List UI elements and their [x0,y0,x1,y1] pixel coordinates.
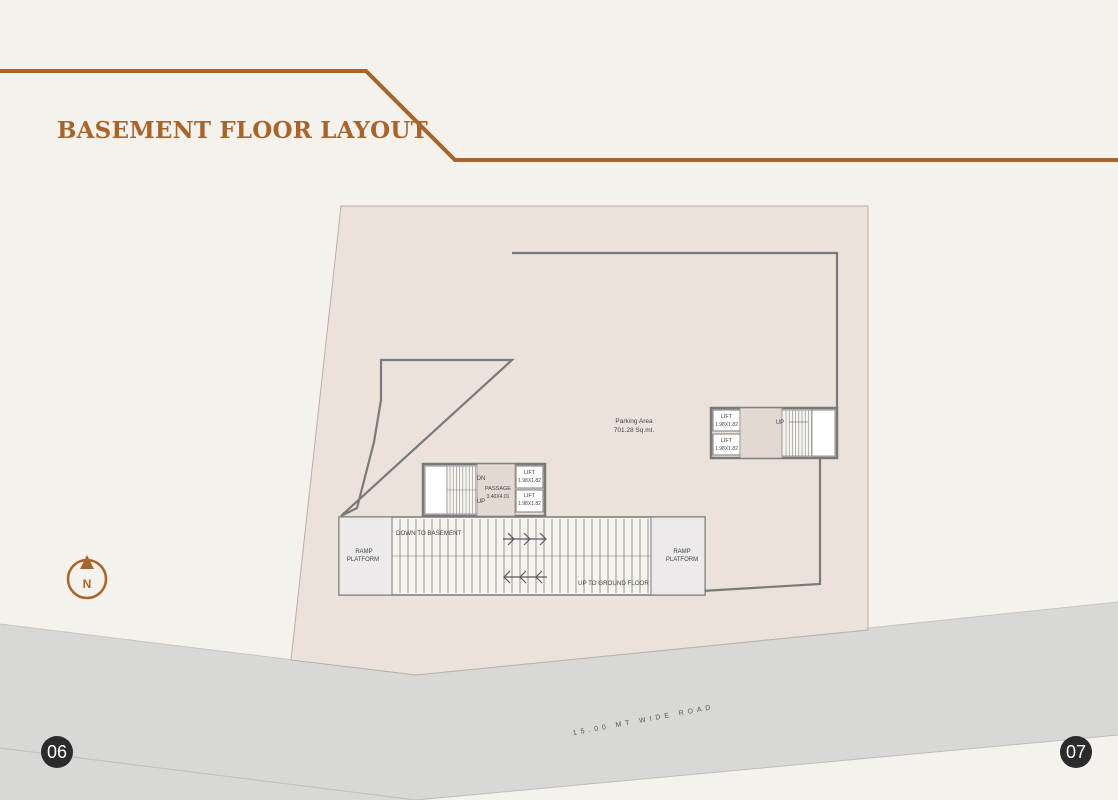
ramp-left-platform-line2: PLATFORM [347,557,379,563]
compass-label: N [83,577,92,591]
passage-name: PASSAGE [485,486,511,492]
lift-right-top-size: 1.98X1.82 [715,422,738,428]
ramp-block [338,516,706,596]
lift-left-top-size: 1.98X1.82 [518,478,541,484]
right-stair-flight [781,409,813,457]
passage [476,463,516,517]
right-stair-landing [811,409,836,457]
lift-left-bottom-size: 1.98X1.82 [518,501,541,507]
ramp-up-label: UP TO GROUND FLOOR [578,580,649,587]
page-number-right: 07 [1060,736,1092,768]
passage-size: 3.40X4.01 [487,494,510,500]
header-rule [0,69,1118,162]
lift-right-bottom-size: 1.98X1.82 [715,446,738,452]
right-core [709,406,839,460]
ramp-right-platform-line2: PLATFORM [666,557,698,563]
ramp-arrows-up [503,570,547,584]
north-arrow-icon [80,555,94,569]
lift-right-bottom-name: LIFT [721,438,733,444]
building-outline [340,251,839,596]
stair-left-down: DN [477,476,486,482]
parking-name: Parking Area [615,418,653,425]
page-title: BASEMENT FLOOR LAYOUT [57,117,428,144]
page-number-left: 06 [41,736,73,768]
lift-left-top-name: LIFT [524,470,536,476]
ramp-right-platform-line1: RAMP [673,549,690,555]
parking-area: 701.28 Sq.mt. [614,427,655,434]
ramp-down-label: DOWN TO BASEMENT [396,530,462,537]
stair-right-up: UP [776,420,784,426]
ramp-platform-left [338,516,393,596]
right-lobby [739,407,783,459]
lift-left-top [515,465,544,489]
ramp-left-platform-line1: RAMP [355,549,372,555]
ramp-platform-right [650,516,706,596]
lift-left-bottom [515,489,544,513]
road-edge-right [0,734,1118,800]
compass: N [66,555,108,600]
left-stair-landing [424,465,448,515]
stair-left-up: UP [477,499,485,505]
right-stair-treads [785,410,812,456]
road [0,602,1118,800]
lift-right-top-name: LIFT [721,414,733,420]
left-core [421,462,547,518]
ramp-arrows-down [503,532,547,546]
lift-left-bottom-name: LIFT [524,493,536,499]
